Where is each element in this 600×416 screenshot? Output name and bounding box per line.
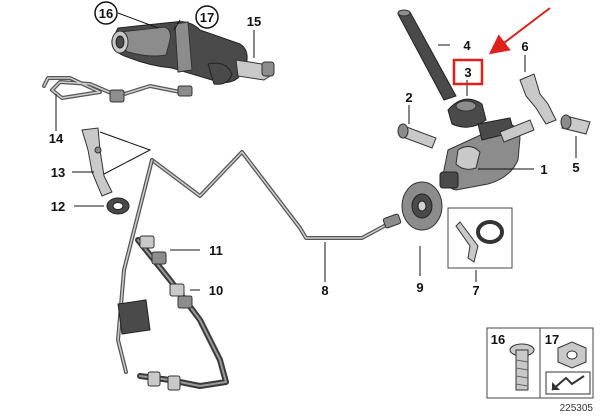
flex-hose[interactable] bbox=[117, 235, 229, 391]
slave-cylinder[interactable] bbox=[111, 21, 275, 85]
pin[interactable] bbox=[397, 123, 437, 149]
bolt[interactable] bbox=[560, 114, 591, 135]
callout-15: 15 bbox=[247, 14, 261, 29]
callout-6: 6 bbox=[521, 39, 528, 54]
legend-label-16: 16 bbox=[491, 332, 505, 347]
push-rod[interactable] bbox=[397, 9, 457, 101]
callout-8: 8 bbox=[321, 283, 328, 298]
callout-13: 13 bbox=[51, 165, 65, 180]
legend-note-icon bbox=[545, 371, 591, 395]
callout-circle-17 bbox=[195, 5, 219, 29]
bracket[interactable] bbox=[81, 127, 152, 197]
legend-nut-icon bbox=[557, 341, 587, 369]
diagram-id: 225305 bbox=[560, 403, 594, 414]
callout-circle-16 bbox=[94, 1, 118, 25]
clip-kit[interactable] bbox=[447, 207, 513, 269]
callout-2: 2 bbox=[405, 90, 412, 105]
highlight-marker bbox=[452, 7, 551, 86]
legend-bolt-icon bbox=[509, 343, 535, 391]
master-cylinder[interactable] bbox=[439, 117, 535, 191]
callout-3: 3 bbox=[464, 65, 471, 80]
callout-12: 12 bbox=[51, 199, 65, 214]
seal-ring[interactable] bbox=[106, 197, 130, 215]
callout-1: 1 bbox=[540, 162, 547, 177]
callout-14: 14 bbox=[49, 131, 64, 146]
rubber-boot[interactable] bbox=[447, 98, 487, 128]
callout-9: 9 bbox=[416, 280, 423, 295]
leader-lines bbox=[55, 12, 577, 291]
callout-16: 16 bbox=[99, 6, 113, 21]
callout-10: 10 bbox=[209, 283, 223, 298]
callout-17: 17 bbox=[200, 10, 214, 25]
callout-4: 4 bbox=[463, 38, 471, 53]
callout-5: 5 bbox=[572, 160, 579, 175]
legend-label-17: 17 bbox=[545, 332, 559, 347]
callout-11: 11 bbox=[209, 243, 223, 258]
clip[interactable] bbox=[519, 73, 557, 125]
legend-box: 16 17 bbox=[486, 327, 594, 399]
flange-seal[interactable] bbox=[401, 181, 443, 231]
pipe-bracket[interactable] bbox=[42, 76, 193, 103]
callout-7: 7 bbox=[472, 283, 479, 298]
